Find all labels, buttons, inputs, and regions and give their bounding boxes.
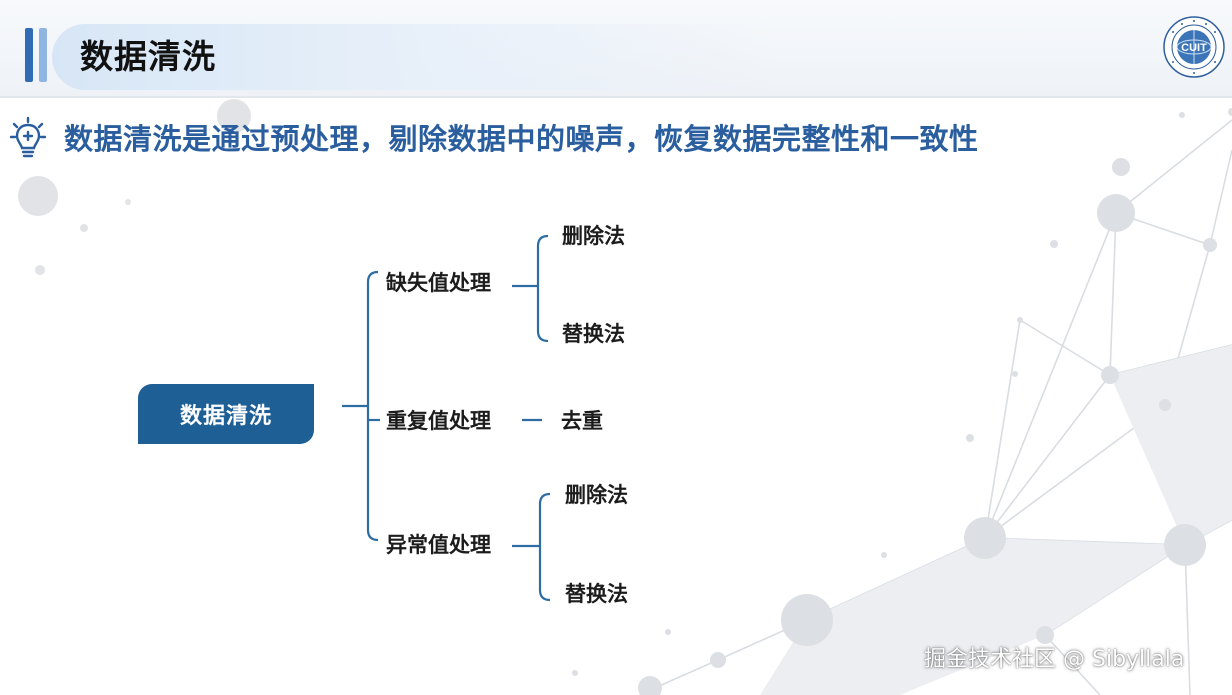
- mindmap-root-node: 数据清洗: [138, 384, 314, 444]
- header-accent-stripe-light: [39, 28, 47, 82]
- leaf-deduplicate: 去重: [561, 409, 603, 433]
- headline-text: 数据清洗是通过预处理，剔除数据中的噪声，恢复数据完整性和一致性: [64, 122, 979, 156]
- branch-duplicate-values: 重复值处理: [386, 409, 491, 433]
- header-accent-stripe: [25, 28, 33, 82]
- lightbulb-icon: [10, 116, 46, 158]
- branch-outlier-values: 异常值处理: [386, 533, 491, 557]
- leaf-outlier-delete: 删除法: [565, 483, 628, 507]
- branch-missing-values: 缺失值处理: [386, 271, 491, 295]
- leaf-missing-delete: 删除法: [562, 224, 625, 248]
- university-logo: CUIT: [1163, 16, 1225, 78]
- page-title: 数据清洗: [80, 37, 216, 76]
- leaf-outlier-replace: 替换法: [565, 582, 628, 606]
- logo-text: CUIT: [1181, 42, 1207, 54]
- leaf-missing-replace: 替换法: [562, 322, 625, 346]
- watermark: 掘金技术社区 @ Sibyllala: [924, 647, 1185, 672]
- title-pill-background: [52, 24, 772, 90]
